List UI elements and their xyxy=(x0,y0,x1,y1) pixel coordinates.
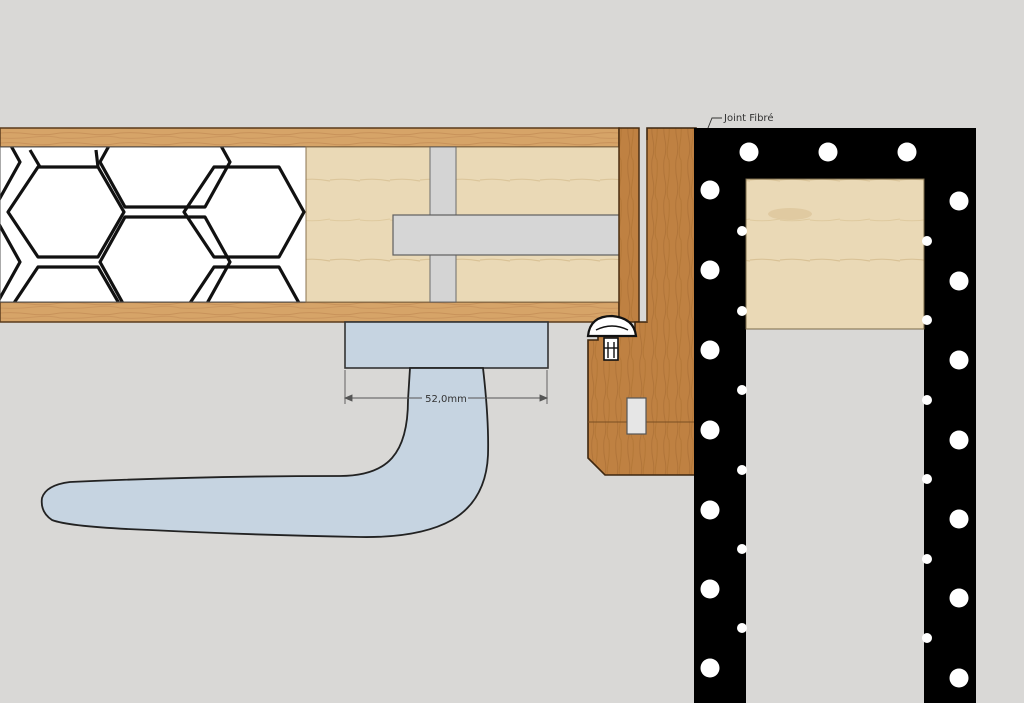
strike-pocket xyxy=(626,397,647,435)
perforation-hole xyxy=(949,588,969,608)
door-top-skin xyxy=(0,127,620,148)
perforation-hole xyxy=(737,226,747,236)
perforation-hole xyxy=(949,271,969,291)
perforation-hole xyxy=(700,340,720,360)
perforation-hole xyxy=(700,260,720,280)
perforation-hole xyxy=(737,306,747,316)
screw xyxy=(603,337,619,361)
door-bottom-skin xyxy=(0,301,620,323)
perforation-hole xyxy=(737,623,747,633)
joint-label: Joint Fibré xyxy=(723,112,773,124)
perforation-hole xyxy=(700,500,720,520)
perforated-frame xyxy=(694,128,976,703)
perforation-hole xyxy=(922,236,932,246)
perforation-hole xyxy=(700,420,720,440)
perforation-hole xyxy=(922,395,932,405)
perforation-hole xyxy=(949,350,969,370)
perforation-hole xyxy=(922,315,932,325)
perforation-hole xyxy=(949,668,969,688)
frame-pine-block xyxy=(745,178,925,330)
handle-lever xyxy=(40,367,490,538)
perforation-hole xyxy=(922,474,932,484)
dimension-52mm xyxy=(343,370,549,404)
perforation-hole xyxy=(700,180,720,200)
perforation-hole xyxy=(739,142,759,162)
honeycomb-core xyxy=(0,146,307,303)
handle-rosette xyxy=(344,321,549,369)
perforation-hole xyxy=(922,633,932,643)
perforation-hole xyxy=(700,658,720,678)
perforation-hole xyxy=(949,509,969,529)
door-edge xyxy=(618,127,640,323)
perforation-hole xyxy=(737,465,747,475)
perforation-hole xyxy=(897,142,917,162)
dimension-label: 52,0mm xyxy=(425,394,467,405)
lock-body xyxy=(392,214,630,256)
lock-block xyxy=(305,146,639,303)
perforation-hole xyxy=(737,385,747,395)
perforation-hole xyxy=(949,430,969,450)
door-handle xyxy=(40,321,549,538)
perforation-hole xyxy=(737,544,747,554)
perforation-hole xyxy=(922,554,932,564)
perforation-hole xyxy=(818,142,838,162)
door-leaf xyxy=(0,127,640,323)
perforation-hole xyxy=(700,579,720,599)
perforation-hole xyxy=(949,191,969,211)
